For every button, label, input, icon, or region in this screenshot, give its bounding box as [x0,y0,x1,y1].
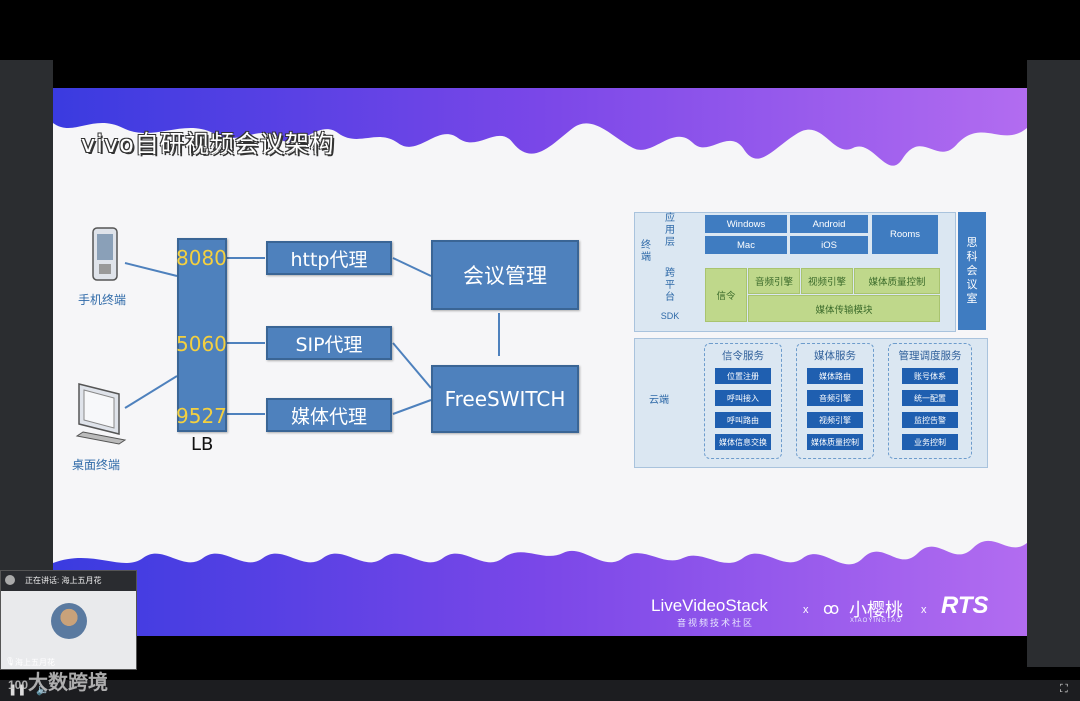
sdk-media-quality: 媒体质量控制 [854,268,940,294]
cisco-room-box: 思科会议室 [958,212,986,330]
sdk-transport: 媒体传输模块 [748,295,940,322]
media-service-title: 媒体服务 [814,350,856,362]
app-android: Android [790,215,868,233]
app-rooms: Rooms [872,215,938,254]
app-layer-label: 应用层 [665,213,675,248]
xiaoyingtao-logo: 小樱桃 [849,600,903,620]
signaling-service-group: 信令服务 位置注册 呼叫接入 呼叫路由 媒体信息交换 [704,343,782,459]
terminal-side-label: 终端 [641,240,651,263]
speaking-label: 正在讲话: 海上五月花 [25,576,102,585]
sdk-signaling: 信令 [705,268,747,322]
sdk-sub-label: SDK [660,311,680,321]
desktop-terminal-icon [73,380,127,446]
service-item: 媒体信息交换 [715,434,771,450]
freeswitch-box: FreeSWITCH [431,365,579,433]
desktop-terminal-label: 桌面终端 [72,458,121,472]
media-service-group: 媒体服务 媒体路由 音频引擎 视频引擎 媒体质量控制 [796,343,874,459]
http-proxy-box: http代理 [266,241,392,275]
sdk-video-engine: 视频引擎 [801,268,853,294]
sdk-audio-engine: 音频引擎 [748,268,800,294]
meeting-management-box: 会议管理 [431,240,579,310]
separator-x-2: x [921,604,927,616]
sdk-layer-label: 跨平台 [665,268,675,303]
service-item: 位置注册 [715,368,771,384]
mobile-terminal-icon [89,226,121,284]
livevideostack-logo: LiveVideoStack [651,596,768,615]
volume-icon[interactable]: 🔈 [36,684,50,696]
app-ios: iOS [790,236,868,254]
cherry-icon: ꝏ [823,601,840,618]
load-balancer-box [177,238,227,432]
watermark-text: 大数跨境 [28,672,109,694]
watermark: 100大数跨境 [8,666,108,695]
service-item: 媒体路由 [807,368,863,384]
service-item: 业务控制 [902,434,958,450]
sip-proxy-box: SIP代理 [266,326,392,360]
presentation-slide: vivo自研视频会议架构 手机终端 桌面终端 8080 5060 9527 LB… [53,88,1027,636]
service-item: 呼叫路由 [715,412,771,428]
mobile-terminal-label: 手机终端 [78,293,127,307]
fullscreen-icon[interactable]: ⛶ [1060,683,1068,695]
service-item: 账号体系 [902,368,958,384]
right-letterbox [1027,60,1080,667]
rts-logo: RTS [941,592,989,619]
media-proxy-box: 媒体代理 [266,398,392,432]
speaker-avatar [51,603,87,639]
play-pause-icon[interactable]: ❚❚ [8,684,27,696]
port-8080: 8080 [176,246,227,270]
speaker-small-avatar [5,575,15,585]
microphone-icon: 🎙 [5,657,16,666]
service-item: 呼叫接入 [715,390,771,406]
player-control-bar: ❚❚ 🔈 ⛶ [0,680,1080,701]
slide-title: vivo自研视频会议架构 [81,130,335,158]
separator-x-1: x [803,604,809,616]
app-mac: Mac [705,236,787,254]
slide-background [53,88,1027,636]
connector-lines [124,257,500,415]
service-item: 媒体质量控制 [807,434,863,450]
service-item: 视频引擎 [807,412,863,428]
port-9527: 9527 [176,404,227,428]
left-letterbox [0,60,53,667]
cloud-side-label: 云端 [649,395,669,406]
signaling-service-title: 信令服务 [722,350,764,362]
livevideostack-subtitle: 音视频技术社区 [677,618,755,628]
management-service-title: 管理调度服务 [898,350,962,362]
lb-label: LB [191,434,214,455]
port-5060: 5060 [176,332,227,356]
speaker-name: 海上五月花 [15,658,55,667]
xiaoyingtao-subtitle: XIAOYINGTAO [850,618,902,624]
speaker-video-panel[interactable]: 正在讲话: 海上五月花 🎙 海上五月花 [0,570,137,670]
service-item: 监控告警 [902,412,958,428]
watermark-prefix: 100 [8,678,29,692]
service-item: 音频引擎 [807,390,863,406]
service-item: 统一配置 [902,390,958,406]
management-service-group: 管理调度服务 账号体系 统一配置 监控告警 业务控制 [888,343,972,459]
app-windows: Windows [705,215,787,233]
